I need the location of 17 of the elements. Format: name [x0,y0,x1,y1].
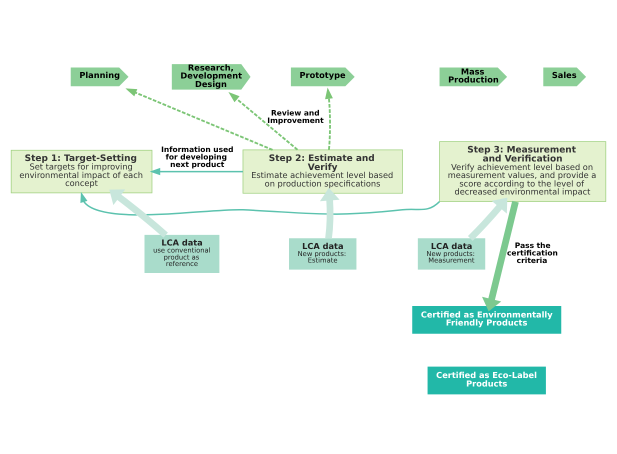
node-box: Certified as Eco-Label Products [428,366,546,394]
arrow [325,88,333,150]
node-box: Certified as Environmentally Friendly Products [412,306,562,334]
edge-label: Pass the certification criteria [506,240,558,265]
arrow [125,88,273,151]
arrow [150,168,243,176]
arrow [228,92,298,150]
node-box: Step 2: Estimate and Verify Estimate achievement level based on production specifications [242,150,403,194]
arrow [468,198,508,241]
arrow [80,192,440,216]
node-box: Step 1: Target-Setting Set targets for improving environmental impact of each concept [10,150,152,194]
edge-label: Information used for developing next product [161,145,234,170]
node-box: Step 3: Measurement and Verification Verify achievement level based on measurement values, and provide a score according to the level of decreased environmental impact [439,141,606,202]
arrow [320,188,340,239]
edge-label: Review and Improvement [267,108,324,125]
arrow [109,189,168,238]
arrow [482,200,519,312]
